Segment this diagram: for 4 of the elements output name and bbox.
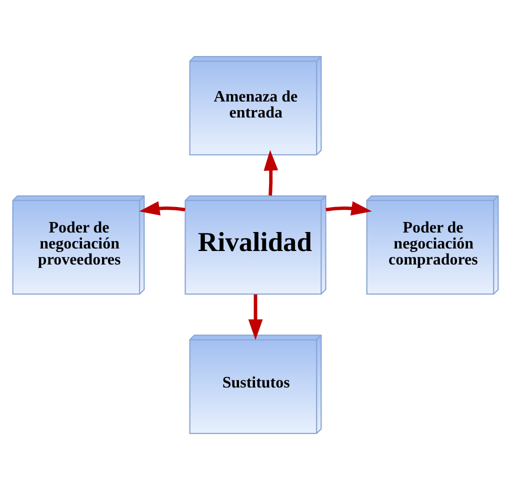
arrow xyxy=(326,200,372,215)
arrow xyxy=(248,294,263,340)
arrow xyxy=(139,200,186,215)
arrow xyxy=(264,149,278,196)
